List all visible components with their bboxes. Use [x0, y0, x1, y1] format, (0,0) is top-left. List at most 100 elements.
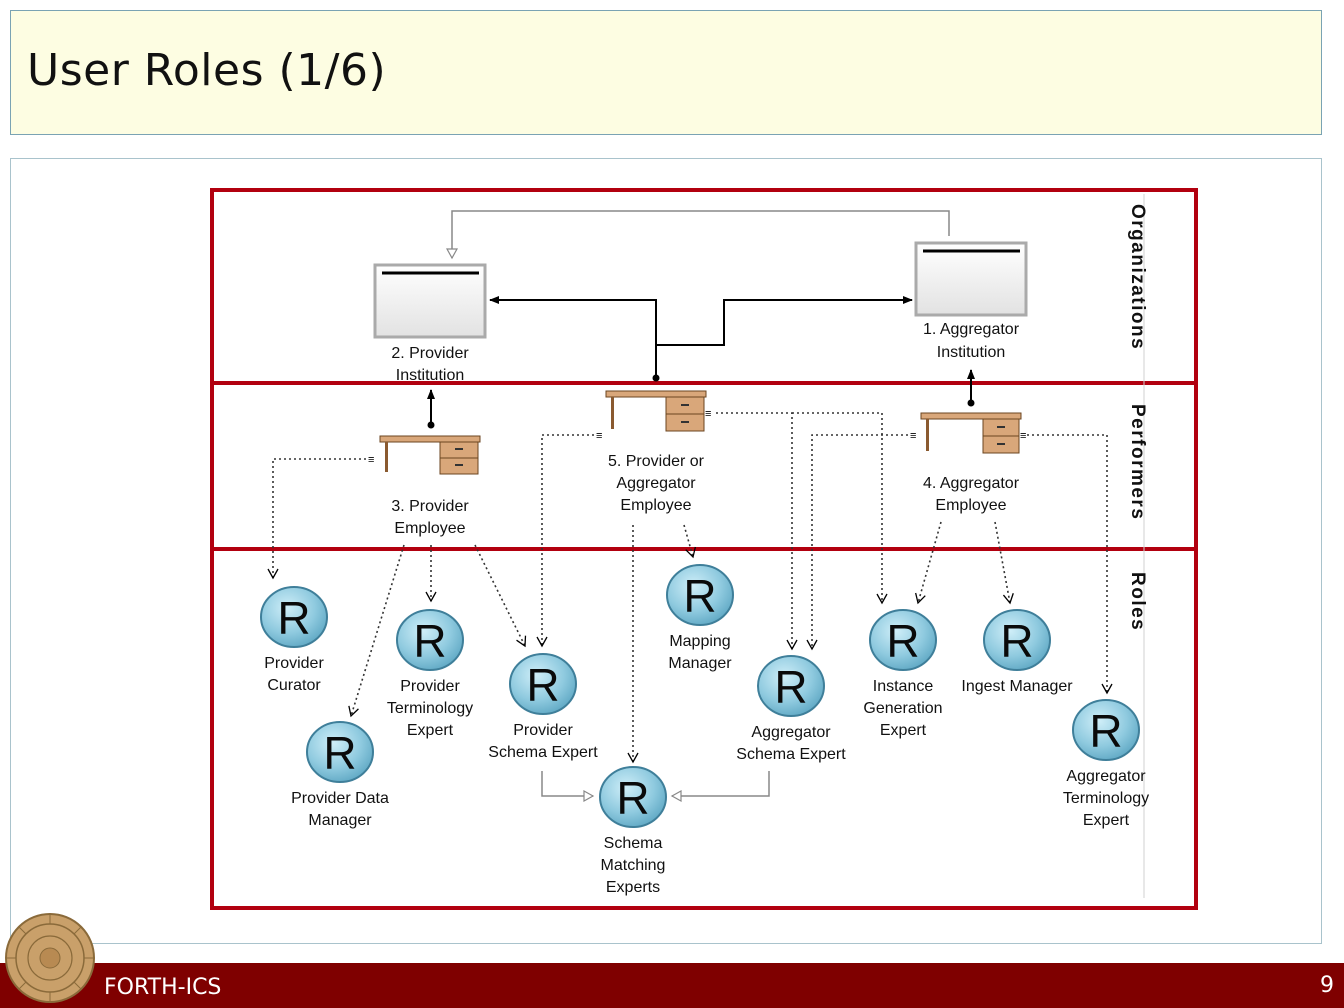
- employee5-label-1: 5. Provider or: [608, 453, 705, 470]
- role-icon: [1072, 699, 1140, 761]
- role-provider-data-manager-label-1: Provider Data: [291, 790, 389, 807]
- role-provider-terminology-expert-label-1: Provider: [400, 678, 460, 695]
- role-aggregator-terminology-expert-label-1: Aggregator: [1066, 768, 1146, 785]
- aggregator-schema-to-matching: [672, 771, 770, 796]
- role-icon: [306, 721, 374, 783]
- provider-institution: 2. Provider Institution: [373, 263, 487, 384]
- role-glyph: R: [683, 570, 716, 622]
- employee5-label-3: Employee: [620, 497, 691, 514]
- role-provider-schema-expert-label-2: Schema Expert: [488, 744, 598, 761]
- role-provider-schema-expert-label-1: Provider: [513, 722, 573, 739]
- link-employee5-aggregator-schema: [716, 412, 798, 651]
- lane-label-organizations: Organizations: [1127, 204, 1148, 350]
- role-icon: [509, 653, 577, 715]
- footer-label: FORTH-ICS: [104, 975, 222, 1000]
- aggregator-employee-label-2: Employee: [935, 497, 1006, 514]
- role-mapping-manager-label-1: Mapping: [669, 633, 730, 650]
- role-glyph: R: [277, 592, 310, 644]
- role-mapping-manager-label-2: Manager: [668, 655, 732, 672]
- forth-seal-logo: [5, 913, 95, 1003]
- role-aggregator-terminology-expert-label-3: Expert: [1083, 812, 1130, 829]
- role-schema-matching-experts-label-1: Schema: [604, 835, 663, 852]
- link-employee5-instance-generation: [792, 412, 888, 605]
- role-icon: [666, 564, 734, 626]
- role-instance-generation-expert-label-2: Generation: [863, 700, 942, 717]
- role-schema-matching-experts-label-3: Experts: [606, 879, 660, 896]
- lane-label-performers: Performers: [1127, 404, 1148, 520]
- role-provider-terminology-expert-label-2: Terminology: [387, 700, 473, 717]
- role-schema-matching-experts-label-2: Matching: [601, 857, 666, 874]
- role-provider-data-manager-label-2: Manager: [308, 812, 372, 829]
- employee5-to-aggregator-org: [656, 296, 913, 346]
- multiplicity-mark: ≡: [910, 430, 916, 442]
- aggregator-employee: 4. Aggregator Employee: [920, 412, 1022, 514]
- role-glyph: R: [526, 659, 559, 711]
- aggregator-institution: 1. Aggregator Institution: [914, 241, 1028, 361]
- role-icon: [396, 609, 464, 671]
- multiplicity-mark: ≡: [596, 430, 602, 442]
- desk-icon: [920, 412, 1022, 454]
- performer-role-connectors: [267, 412, 1113, 764]
- organization-icon: [373, 263, 487, 339]
- link-employee3-provider-schema: [474, 544, 527, 648]
- provider-schema-to-matching: [541, 771, 593, 796]
- multiplicity-mark: ≡: [368, 454, 374, 466]
- slide-title: User Roles (1/6): [27, 45, 387, 96]
- aggregator-institution-label-2: Institution: [937, 344, 1005, 361]
- provider-institution-label-2: Institution: [396, 367, 464, 384]
- multiplicity-mark: ≡: [1020, 430, 1026, 442]
- employee5-label-2: Aggregator: [616, 475, 696, 492]
- role-instance-generation-expert-label-1: Instance: [873, 678, 934, 695]
- role-aggregator-terminology-expert-label-2: Terminology: [1063, 790, 1149, 807]
- provider-employee-label-1: 3. Provider: [391, 498, 469, 515]
- role-glyph: R: [1089, 705, 1122, 757]
- organization-connectors: [427, 210, 975, 429]
- aggregator-to-provider-link: [452, 210, 950, 258]
- link-employee4-instance-generation: [915, 521, 942, 605]
- role-aggregator-schema-expert-label-2: Schema Expert: [736, 746, 846, 763]
- provider-institution-label-1: 2. Provider: [391, 345, 469, 362]
- multiplicity-mark: ≡: [705, 408, 711, 420]
- provider-employee: 3. Provider Employee: [379, 435, 481, 537]
- link-employee3-data-manager: [348, 544, 405, 718]
- footer-bar: FORTH-ICS 9: [0, 963, 1344, 1008]
- content-area: [10, 158, 1322, 944]
- role-provider-terminology-expert-label-3: Expert: [407, 722, 454, 739]
- link-employee5-provider-schema: [536, 434, 594, 648]
- desk-icon: [605, 390, 707, 432]
- page-number: 9: [1320, 973, 1334, 998]
- role-glyph: R: [616, 772, 649, 824]
- role-aggregator-schema-expert-label-1: Aggregator: [751, 724, 831, 741]
- multiplicity-marks: ≡ ≡ ≡ ≡ ≡: [368, 408, 1026, 466]
- role-glyph: R: [774, 661, 807, 713]
- role-icon: [599, 766, 667, 828]
- provider-employee-label-2: Employee: [394, 520, 465, 537]
- link-employee4-aggregator-terminology: [1027, 434, 1113, 695]
- provider-or-aggregator-employee: 5. Provider or Aggregator Employee: [605, 390, 707, 514]
- desk-icon: [379, 435, 481, 475]
- role-icon: [983, 609, 1051, 671]
- link-employee3-curator: [267, 458, 366, 580]
- aggregator-institution-label-1: 1. Aggregator: [923, 321, 1020, 338]
- role-icon: [260, 586, 328, 648]
- role-instance-generation-expert-label-3: Expert: [880, 722, 927, 739]
- employee5-to-provider-org: [489, 296, 660, 382]
- schema-matching-connectors: [541, 771, 770, 796]
- role-provider-curator-label-1: Provider: [264, 655, 324, 672]
- role-glyph: R: [886, 615, 919, 667]
- role-glyph: R: [323, 727, 356, 779]
- lane-label-roles: Roles: [1127, 572, 1148, 631]
- link-employee4-aggregator-schema: [806, 434, 908, 651]
- role-glyph: R: [1000, 615, 1033, 667]
- role-glyph: R: [413, 615, 446, 667]
